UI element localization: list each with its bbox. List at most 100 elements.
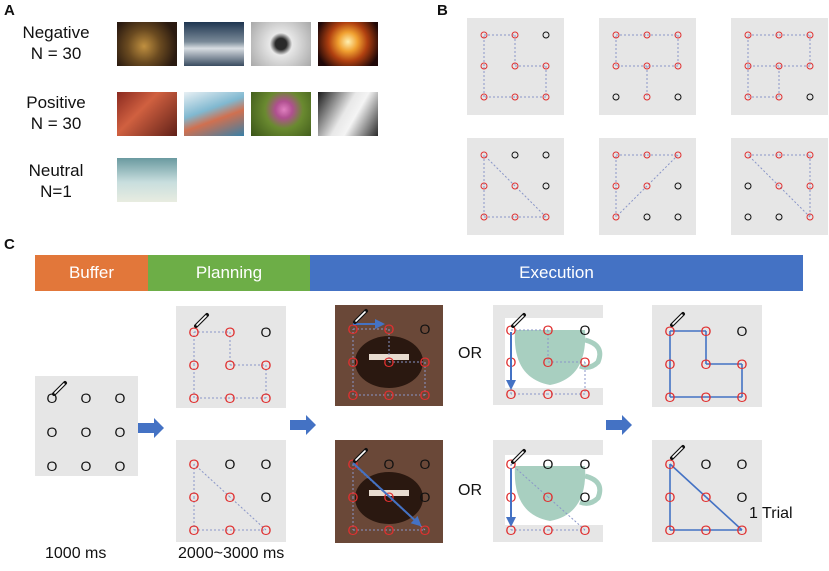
target-dot — [542, 62, 550, 70]
planning-duration: 2000~3000 ms — [178, 545, 285, 562]
target-glyph: O — [665, 323, 676, 339]
positive-image-people — [117, 92, 177, 136]
target-dot — [674, 62, 682, 70]
target-dot — [744, 31, 752, 39]
non-target-dot — [674, 182, 682, 190]
pattern-grid-6 — [731, 138, 828, 235]
non-target-glyph: O — [420, 456, 431, 472]
panel-label-a: A — [4, 2, 15, 19]
non-target-dot — [744, 213, 752, 221]
target-glyph: O — [665, 356, 676, 372]
target-dot — [542, 93, 550, 101]
pen-icon-highlight — [196, 315, 207, 326]
non-target-glyph: O — [81, 390, 92, 406]
trial-path-segment — [229, 496, 267, 531]
target-glyph: O — [701, 389, 712, 405]
pattern-path-segment — [483, 154, 516, 187]
pattern-grid-3 — [731, 18, 828, 115]
negative-image-explosion — [318, 22, 378, 66]
non-target-glyph: O — [384, 456, 395, 472]
cup-body-bottom — [514, 466, 586, 521]
trial-path-segment — [669, 463, 707, 498]
pen-icon-highlight — [54, 383, 65, 394]
target-dot — [511, 213, 519, 221]
non-target-glyph: O — [701, 456, 712, 472]
target-glyph: O — [348, 387, 359, 403]
buffer-duration: 1000 ms — [45, 545, 107, 562]
non-target-glyph: O — [261, 324, 272, 340]
target-dot — [775, 151, 783, 159]
target-dot — [806, 31, 814, 39]
non-target-dot — [744, 182, 752, 190]
target-dot — [744, 151, 752, 159]
positive-label: Positive — [26, 93, 86, 112]
negative-count: N = 30 — [30, 44, 82, 63]
neutral-count: N=1 — [40, 182, 72, 201]
non-target-glyph: O — [115, 390, 126, 406]
non-target-glyph: O — [261, 456, 272, 472]
non-target-dot — [643, 213, 651, 221]
target-dot — [806, 151, 814, 159]
target-glyph: O — [543, 522, 554, 538]
non-target-dot — [511, 151, 519, 159]
target-glyph: O — [580, 354, 591, 370]
target-glyph: O — [665, 389, 676, 405]
neutral-label: Neutral — [28, 161, 84, 180]
target-glyph: O — [420, 354, 431, 370]
pen-icon-highlight — [672, 447, 683, 458]
target-glyph: O — [348, 489, 359, 505]
target-glyph: O — [189, 522, 200, 538]
target-dot — [643, 31, 651, 39]
non-target-glyph: O — [115, 458, 126, 474]
non-target-glyph: O — [420, 321, 431, 337]
target-glyph: O — [225, 522, 236, 538]
target-glyph: O — [384, 321, 395, 337]
non-target-glyph: O — [737, 489, 748, 505]
target-dot — [744, 93, 752, 101]
pattern-grid-5 — [599, 138, 696, 235]
target-dot — [511, 62, 519, 70]
non-target-dot — [674, 213, 682, 221]
non-target-glyph: O — [47, 390, 58, 406]
target-dot — [612, 213, 620, 221]
target-dot — [775, 31, 783, 39]
non-target-dot — [542, 31, 550, 39]
target-dot — [511, 93, 519, 101]
target-glyph: O — [225, 324, 236, 340]
pen-icon-highlight — [513, 315, 524, 326]
target-glyph: O — [665, 456, 676, 472]
neutral-image-cup — [117, 158, 177, 202]
target-glyph: O — [348, 321, 359, 337]
trial-path-segment — [705, 496, 743, 531]
target-glyph: O — [261, 357, 272, 373]
pattern-path-segment — [615, 185, 648, 218]
pen-icon-highlight — [672, 314, 683, 325]
target-glyph: O — [665, 489, 676, 505]
pen-icon-highlight — [513, 451, 524, 462]
timeline-bar: Buffer Planning Execution — [35, 255, 803, 291]
timeline-planning: Planning — [148, 255, 310, 291]
target-dot — [806, 182, 814, 190]
target-glyph: O — [665, 522, 676, 538]
target-glyph: O — [189, 324, 200, 340]
target-glyph: O — [261, 522, 272, 538]
timeline-buffer: Buffer — [35, 255, 148, 291]
cup-handle-top — [579, 337, 603, 370]
non-target-glyph: O — [47, 458, 58, 474]
target-dot — [511, 182, 519, 190]
panel-label-c: C — [4, 236, 15, 253]
target-glyph: O — [420, 522, 431, 538]
non-target-glyph: O — [737, 456, 748, 472]
target-glyph: O — [225, 489, 236, 505]
target-glyph: O — [506, 322, 517, 338]
pattern-path-segment — [747, 154, 780, 187]
target-glyph: O — [701, 323, 712, 339]
target-dot — [674, 31, 682, 39]
right-arrow-icon-2 — [290, 415, 316, 435]
target-dot — [480, 151, 488, 159]
positive-category: Positive N = 30 — [6, 92, 106, 134]
target-glyph: O — [543, 489, 554, 505]
cup-body-top — [514, 330, 586, 385]
target-dot — [480, 31, 488, 39]
